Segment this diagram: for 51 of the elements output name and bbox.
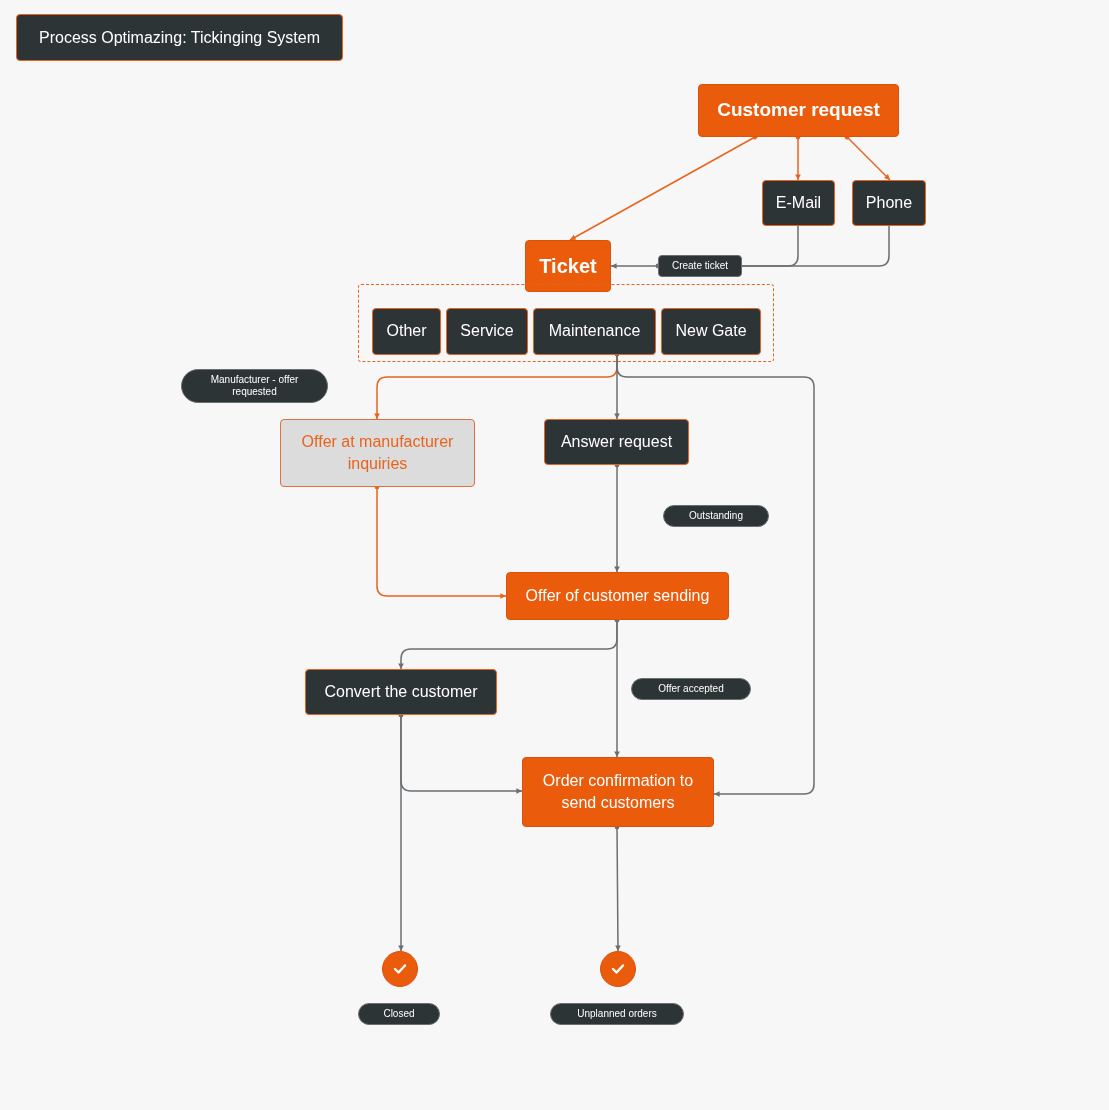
status-tag: [181, 369, 328, 403]
process-box: [522, 757, 714, 827]
category-box: [446, 308, 528, 355]
connector-arrow: [398, 712, 404, 952]
node-label: Closed: [382, 1008, 416, 1020]
status-circle: [382, 951, 418, 987]
dashed-group-box: [358, 284, 774, 362]
node-label: Other: [385, 321, 428, 342]
connector-arrow: [614, 824, 621, 952]
process-box: [506, 572, 729, 620]
node-label: Customer request: [716, 98, 881, 123]
tag-box: [658, 255, 742, 277]
connector-arrow: [610, 263, 661, 269]
category-box: [661, 308, 761, 355]
connector-arrow: [569, 134, 758, 241]
status-circle: [600, 951, 636, 987]
process-box: [525, 240, 611, 292]
category-box: [852, 180, 926, 226]
node-label: Outstanding: [688, 510, 744, 522]
node-label: Manufacturer - offer requested: [209, 374, 300, 398]
connector-arrow: [795, 134, 801, 181]
node-label: Maintenance: [547, 321, 642, 342]
connector-arrow: [614, 462, 620, 573]
category-box: [533, 308, 656, 355]
status-tag: [663, 505, 769, 527]
category-box: [372, 308, 441, 355]
node-label: Create ticket: [670, 260, 730, 272]
status-tag: [550, 1003, 684, 1025]
connector-arrow: [844, 134, 891, 181]
node-label: New Gate: [674, 321, 748, 342]
status-tag: [358, 1003, 440, 1025]
node-label: Convert the customer: [323, 681, 479, 702]
connector-arrow: [374, 484, 507, 599]
category-box: [544, 419, 689, 465]
node-label: Offer at manufacturer inquiries: [300, 431, 455, 474]
connector-arrow: [614, 617, 620, 758]
process-box: [698, 84, 899, 137]
node-label: E-Mail: [774, 192, 823, 213]
category-box: [305, 669, 497, 715]
node-label: Answer request: [559, 431, 674, 452]
category-box: [762, 180, 835, 226]
status-tag: [631, 678, 751, 700]
process-box: [280, 419, 475, 487]
node-label: Ticket: [538, 254, 598, 279]
title-box: Process Optimazing: Tickinging System: [16, 14, 343, 61]
node-label: Order confirmation to send customers: [541, 770, 695, 813]
node-label: Offer of customer sending: [524, 585, 711, 606]
node-label: Service: [459, 321, 515, 342]
node-label: Offer accepted: [657, 683, 725, 695]
node-label: Unplanned orders: [576, 1008, 658, 1020]
node-label: Phone: [864, 192, 914, 213]
